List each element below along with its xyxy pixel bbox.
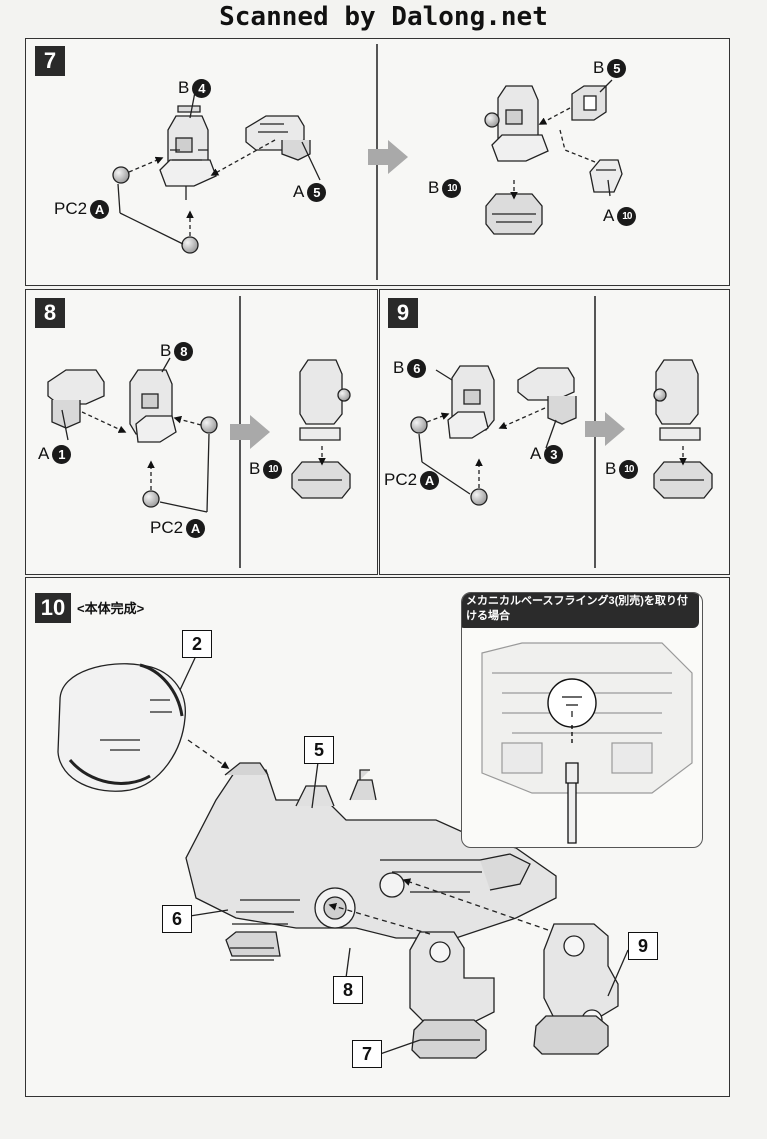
body-main: [185, 762, 557, 961]
callout-9: 9: [628, 932, 658, 960]
step-9-part-b6: [447, 365, 495, 439]
scan-watermark: Scanned by Dalong.net: [219, 2, 548, 32]
flying-base-inset: メカニカルベースフライング3(別売)を取り付ける場合: [461, 592, 703, 848]
step-7-number: 7: [35, 46, 65, 76]
inset-illustration: [481, 642, 693, 844]
step-9-number: 9: [388, 298, 418, 328]
step-10-subtitle: <本体完成>: [77, 601, 145, 616]
callout-6: 6: [162, 905, 192, 933]
head-part: [57, 663, 186, 792]
callout-2: 2: [182, 630, 212, 658]
callout-8: 8: [333, 976, 363, 1004]
step-8-assembled: [291, 359, 351, 499]
step-7-part-b4: [159, 105, 217, 200]
leg-part-7: [409, 931, 495, 1059]
step-9-part-a3: [517, 367, 577, 425]
step-8-part-a1: [47, 369, 105, 429]
inset-title: メカニカルベースフライング3(別売)を取り付ける場合: [462, 593, 699, 628]
step-8-part-b8: [129, 369, 177, 443]
callout-5: 5: [304, 736, 334, 764]
step-9-assembled: [653, 359, 713, 499]
callout-7: 7: [352, 1040, 382, 1068]
step-7-flow-arrow: [368, 140, 408, 174]
step-8-number: 8: [35, 298, 65, 328]
step-7-assembled: [484, 85, 549, 162]
step-9-flow-arrow: [585, 412, 625, 446]
step-7-part-b5: [571, 85, 607, 121]
step-7-part-b10: [485, 193, 543, 235]
step-10-number: 10: [35, 593, 71, 623]
step-7-part-a5: [245, 115, 311, 161]
step-8-flow-arrow: [230, 415, 270, 449]
leg-part-9: [533, 923, 619, 1055]
step-7-part-a10: [589, 159, 623, 193]
